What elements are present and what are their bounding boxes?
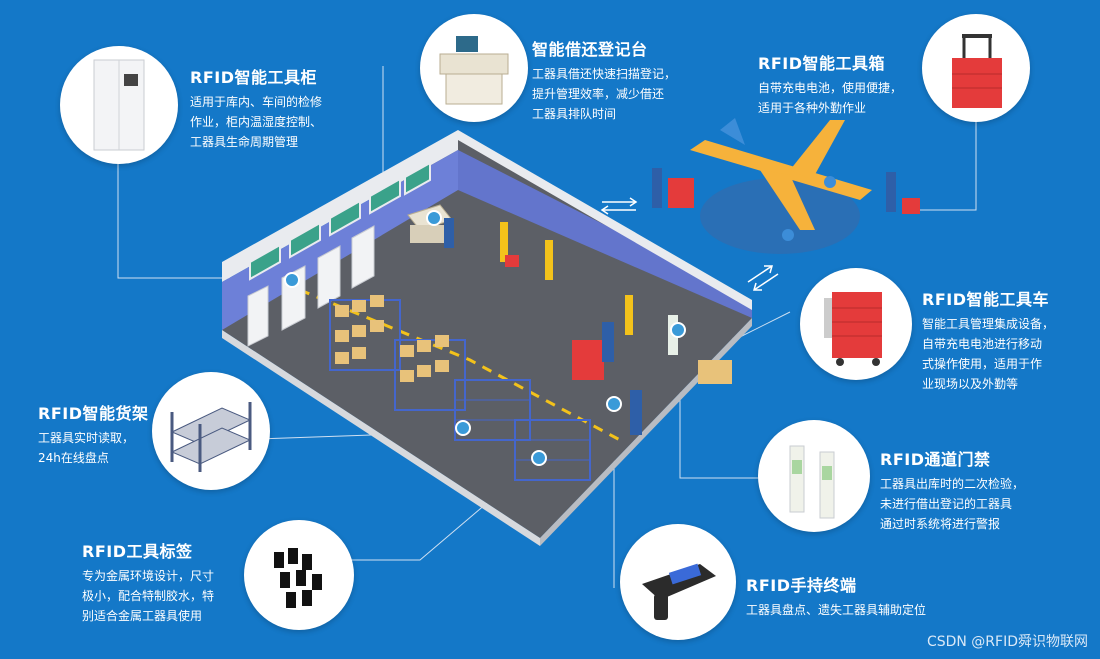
scene-worker xyxy=(630,390,642,435)
callout-desk-line: 工器具排队时间 xyxy=(532,107,617,121)
shelf-image xyxy=(152,372,270,490)
scene-scale xyxy=(698,360,732,384)
callout-desk-line: 提升管理效率，减少借还 xyxy=(532,87,665,101)
gate-image xyxy=(758,420,870,532)
cabinets xyxy=(247,225,375,347)
callout-toolbox-title: RFID智能工具箱 xyxy=(758,54,885,73)
scene-cart xyxy=(572,340,604,380)
callout-toolbox-line: 自带充电电池，使用便捷， xyxy=(758,81,903,95)
callout-tag-line: 极小，配合特制胶水，特 xyxy=(82,589,215,603)
gates xyxy=(500,222,686,355)
toolbox-image xyxy=(922,14,1030,122)
callout-gate-title: RFID通道门禁 xyxy=(880,450,991,469)
desk-image xyxy=(420,14,528,122)
callout-cart-line: 自带充电电池进行移动 xyxy=(922,337,1043,351)
callout-cart-title: RFID智能工具车 xyxy=(922,290,1049,309)
callout-toolbox: RFID智能工具箱 自带充电电池，使用便捷， 适用于各种外勤作业 xyxy=(758,50,918,118)
callout-tag-line: 别适合金属工器具使用 xyxy=(82,609,203,623)
callout-shelf-title: RFID智能货架 xyxy=(38,404,149,423)
callout-tag-title: RFID工具标签 xyxy=(82,542,193,561)
callout-shelf: RFID智能货架 工器具实时读取， 24h在线盘点 xyxy=(38,400,158,468)
handheld-image xyxy=(620,524,736,640)
callout-handheld-line: 工器具盘点、遗失工器具辅助定位 xyxy=(746,603,927,617)
callout-desk-title: 智能借还登记台 xyxy=(532,40,648,59)
wall-windows xyxy=(249,161,431,281)
callout-desk: 智能借还登记台 工器具借还快速扫描登记， 提升管理效率，减少借还 工器具排队时间 xyxy=(532,36,712,124)
cabinet-image xyxy=(60,46,178,164)
watermark: CSDN @RFID舜识物联网 xyxy=(926,634,1088,650)
cart-image xyxy=(800,268,912,380)
callout-cart-line: 智能工具管理集成设备， xyxy=(922,317,1055,331)
back-wall-right xyxy=(458,150,752,318)
callout-cabinet-line: 适用于库内、车间的检修 xyxy=(190,95,323,109)
tag-image xyxy=(244,520,354,630)
callout-desk-line: 工器具借还快速扫描登记， xyxy=(532,67,677,81)
flow-arrows xyxy=(600,197,779,291)
callout-cart: RFID智能工具车 智能工具管理集成设备， 自带充电电池进行移动 式操作使用，适… xyxy=(922,286,1092,394)
callout-cabinet-line: 工器具生命周期管理 xyxy=(190,135,299,149)
callout-gate: RFID通道门禁 工器具出库时的二次检验， 未进行借出登记的工器具 通过时系统将… xyxy=(880,446,1080,534)
callout-gate-line: 通过时系统将进行警报 xyxy=(880,517,1001,531)
callout-cabinet-title: RFID智能工具柜 xyxy=(190,68,317,87)
shelves xyxy=(329,295,591,481)
callout-shelf-line: 24h在线盘点 xyxy=(38,451,109,465)
callout-cart-line: 式操作使用，适用于作 xyxy=(922,357,1043,371)
callout-shelf-line: 工器具实时读取， xyxy=(38,431,135,445)
apron xyxy=(700,178,860,254)
desk-scene xyxy=(407,204,454,248)
callout-handheld: RFID手持终端 工器具盘点、遗失工器具辅助定位 xyxy=(746,572,976,620)
callout-gate-line: 未进行借出登记的工器具 xyxy=(880,497,1013,511)
callout-handheld-title: RFID手持终端 xyxy=(746,576,857,595)
outside-cart xyxy=(668,178,694,208)
callout-toolbox-line: 适用于各种外勤作业 xyxy=(758,101,867,115)
callout-tag: RFID工具标签 专为金属环境设计，尺寸 极小，配合特制胶水，特 别适合金属工器… xyxy=(82,538,247,626)
callout-cabinet-line: 作业，柜内温湿度控制、 xyxy=(190,115,323,129)
callout-tag-line: 专为金属环境设计，尺寸 xyxy=(82,569,215,583)
callout-gate-line: 工器具出库时的二次检验， xyxy=(880,477,1025,491)
callout-cart-line: 业现场以及外勤等 xyxy=(922,377,1019,391)
airplane xyxy=(690,118,872,241)
callout-cabinet: RFID智能工具柜 适用于库内、车间的检修 作业，柜内温湿度控制、 工器具生命周… xyxy=(190,64,370,152)
